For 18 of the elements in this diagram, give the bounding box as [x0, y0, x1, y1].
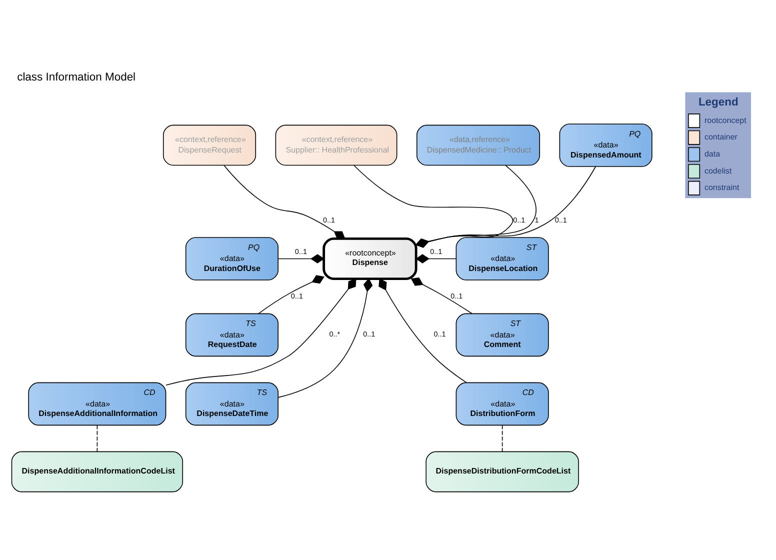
legend-label: data: [704, 149, 720, 158]
legend-label: rootconcept: [704, 116, 746, 125]
edge-label: 0..1: [450, 292, 463, 301]
legend-label: container: [704, 132, 738, 142]
legend-label: codelist: [704, 166, 732, 176]
edge-label: 0..1: [434, 330, 446, 339]
edge-label: 0..1: [294, 247, 307, 256]
diagram-title: class Information Model: [17, 71, 136, 84]
edge-label: 0..1: [554, 215, 567, 224]
edge-label: 0..1: [290, 292, 303, 301]
label: Legend: [698, 96, 738, 108]
edge-label: 0..1: [363, 330, 376, 339]
legend-label: constraint: [704, 183, 740, 192]
edge-label: 0..1: [323, 215, 336, 224]
edge-label: 0..1: [430, 247, 442, 256]
edge-label: 0..1: [513, 215, 526, 224]
edge-label: 0..*: [329, 330, 340, 339]
edge-label: 1: [534, 215, 539, 224]
